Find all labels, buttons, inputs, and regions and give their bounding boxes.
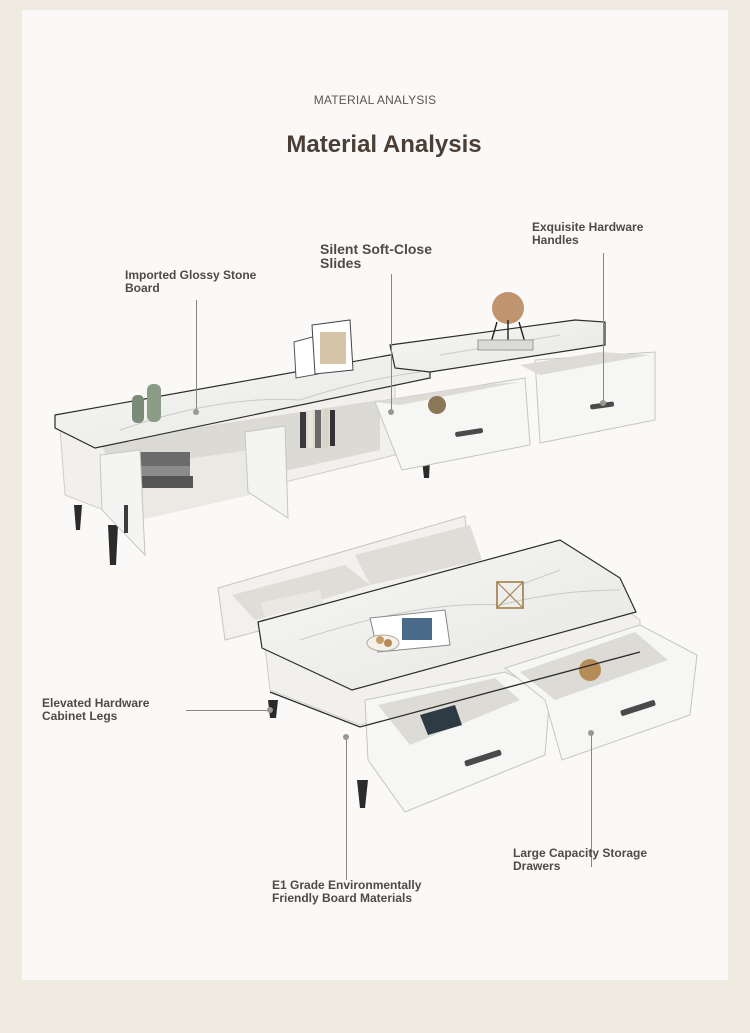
label-stone-board: Imported Glossy Stone Board [125,268,257,295]
handles-leader-line [603,253,604,403]
page-title: Material Analysis [286,131,482,158]
soft-close-leader-line [391,274,392,412]
legs-pointer-dot [267,707,273,713]
e1-board-leader-line [346,738,347,880]
legs-leader-line [186,710,270,711]
label-soft-close: Silent Soft-Close Slides [320,241,433,271]
tv-cabinet [54,292,656,565]
page-subtitle: MATERIAL ANALYSIS [313,93,437,107]
stone-board-pointer-dot [193,409,199,415]
label-hardware-handles: Exquisite Hardware Handles [532,220,644,247]
stone-board-leader-line [196,300,197,412]
label-storage-drawers: Large Capacity Storage Drawers [513,846,648,873]
soft-close-pointer-dot [388,409,394,415]
label-e1-board: E1 Grade Environmentally Friendly Board … [272,878,422,905]
coffee-table [217,515,698,813]
drawers-pointer-dot [588,730,594,736]
drawers-leader-line [591,734,592,867]
label-cabinet-legs: Elevated Hardware Cabinet Legs [42,696,150,723]
e1-board-pointer-dot [343,734,349,740]
handles-pointer-dot [600,400,606,406]
